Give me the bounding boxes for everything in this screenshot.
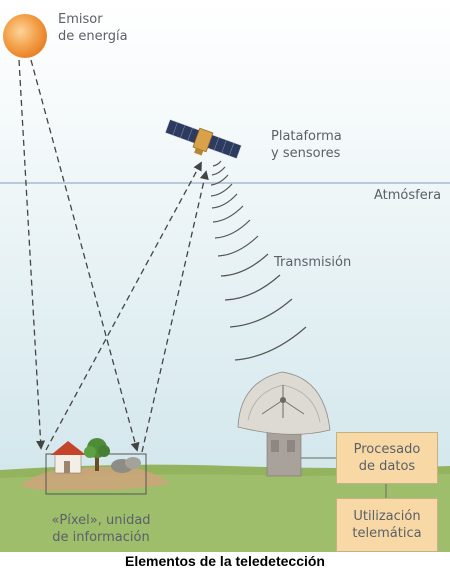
- pixel-label: «Píxel», unidad de información: [51, 513, 151, 545]
- utilization-box: Utilización telemática: [336, 498, 438, 552]
- sun-icon: [3, 14, 47, 58]
- processing-box: Procesado de datos: [336, 432, 438, 484]
- rocks-icon: [111, 457, 141, 473]
- transmission-waves: [210, 160, 307, 361]
- satellite-icon: [164, 119, 242, 160]
- tree-icon: [84, 438, 110, 471]
- sky: [0, 0, 450, 478]
- house-icon: [51, 441, 86, 474]
- diagram-caption: Elementos de la teledetección: [125, 553, 325, 569]
- energy-source-label: Emisor de energía: [58, 12, 128, 44]
- energy-arrows: [18, 59, 209, 453]
- atmosphere-label: Atmósfera: [374, 188, 442, 203]
- transmission-label: Transmisión: [274, 255, 352, 270]
- platform-label: Plataforma y sensores: [271, 129, 342, 161]
- ground-station-icon: [237, 371, 331, 477]
